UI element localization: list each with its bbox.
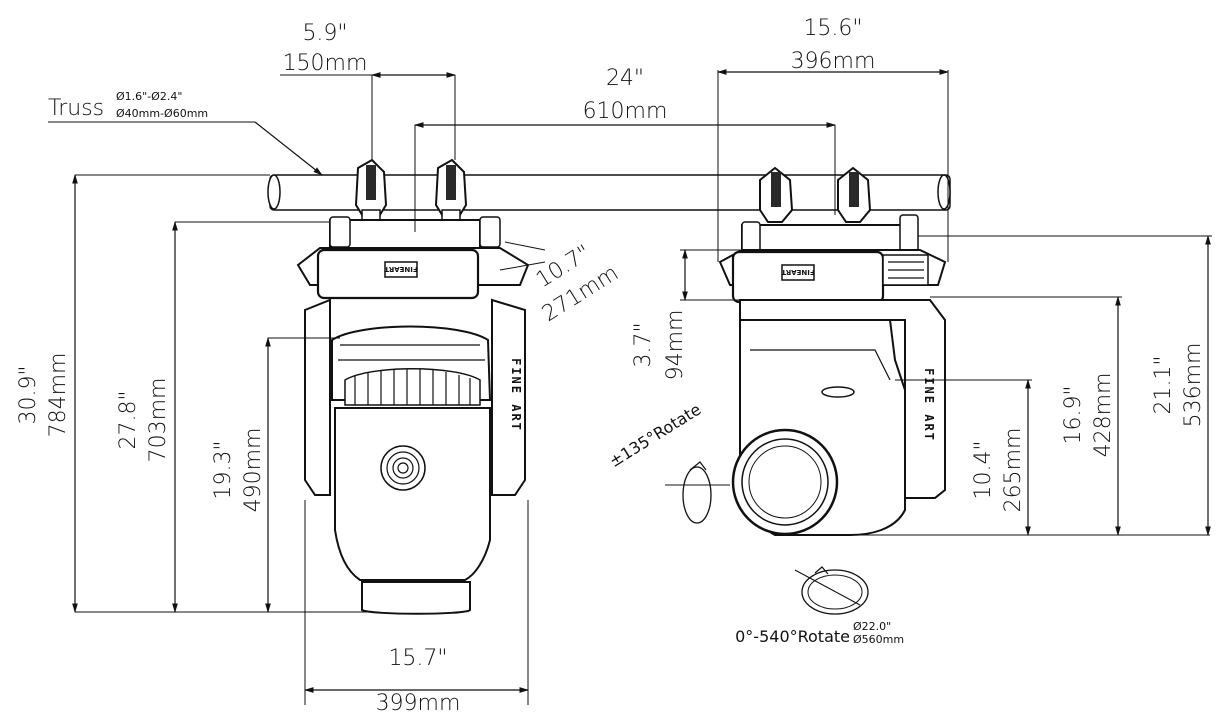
arm-right xyxy=(491,298,526,496)
front-width-inch: 15.7" xyxy=(388,646,447,671)
truss-label: Truss xyxy=(48,96,104,121)
arm-side-mm: 428mm xyxy=(1091,373,1116,458)
arm-left xyxy=(304,298,331,496)
side-base-brand-label: FINEART xyxy=(781,268,815,276)
base-clamp-inch: 27.8" xyxy=(116,390,141,449)
pan-mm: Ø560mm xyxy=(853,633,904,646)
truss-mm-range: Ø40mm-Ø60mm xyxy=(116,107,208,120)
truss-inch-range: Ø1.6"-Ø2.4" xyxy=(116,90,182,103)
head-center-inch: 10.4" xyxy=(971,440,996,499)
head-vent-grill xyxy=(344,368,481,406)
clamp-left-side xyxy=(759,166,794,223)
base-height-inch: 3.7" xyxy=(631,322,656,367)
base-brand-label: FINEART xyxy=(384,265,418,273)
clamp-right-front xyxy=(434,158,468,226)
clamp-spacing-inch: 5.9" xyxy=(302,21,347,46)
arm-height-inch: 19.3" xyxy=(211,440,236,499)
side-width-inch: 15.6" xyxy=(803,16,862,41)
head-body xyxy=(334,407,491,581)
pan-indicator: 0°-540°Rotate Ø22.0" Ø560mm xyxy=(735,566,904,646)
clamp-left-front xyxy=(354,158,388,226)
tilt-indicator: ±135°Rotate xyxy=(606,400,730,524)
pan-inch: Ø22.0" xyxy=(853,620,891,633)
clamp-spacing-mm: 150mm xyxy=(283,51,368,76)
front-width-mm: 399mm xyxy=(376,691,461,716)
total-height-mm: 784mm xyxy=(46,353,71,438)
truss-end-left xyxy=(267,174,281,210)
side-total-inch: 21.1" xyxy=(1151,355,1176,414)
side-total-mm: 536mm xyxy=(1181,343,1206,428)
side-arm-brand-label: FINE ART xyxy=(922,368,936,442)
truss-width-mm: 610mm xyxy=(583,99,668,124)
arm-height-mm: 490mm xyxy=(241,428,266,513)
side-width-mm: 396mm xyxy=(791,49,876,74)
side-lens xyxy=(731,428,839,536)
total-height-inch: 30.9" xyxy=(16,365,41,424)
tilt-label: ±135°Rotate xyxy=(606,400,705,471)
base-height-mm: 94mm xyxy=(663,310,688,381)
head-center-mm: 265mm xyxy=(1001,428,1026,513)
side-view: FINEART FINE ART ±135°Rotate xyxy=(606,16,1212,646)
pan-label: 0°-540°Rotate xyxy=(735,627,850,646)
truss-width-inch: 24" xyxy=(606,66,644,91)
arm-brand-label: FINE ART xyxy=(509,358,523,432)
arm-side-inch: 16.9" xyxy=(1061,385,1086,444)
base-clamp-mm: 703mm xyxy=(146,378,171,463)
front-view: FINEART FINE ART xyxy=(16,21,951,716)
clamp-right-side xyxy=(837,166,872,223)
truss-end-right xyxy=(937,174,951,210)
truss-callout: Truss Ø1.6"-Ø2.4" Ø40mm-Ø60mm xyxy=(48,90,323,176)
head-lens-front xyxy=(380,445,426,491)
